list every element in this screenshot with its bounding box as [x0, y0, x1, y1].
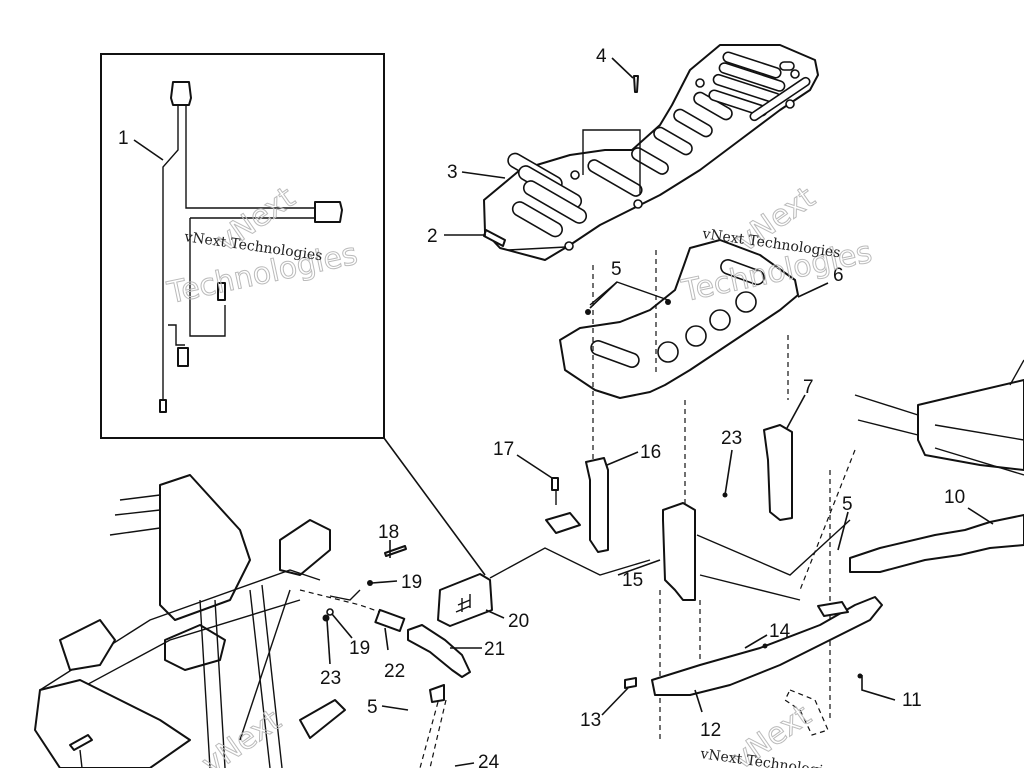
- wiring-harness: [159, 81, 343, 413]
- inset-harness-detail: [100, 53, 385, 439]
- spacer-part-22: [374, 608, 406, 633]
- callout-11: 11: [902, 690, 922, 711]
- callout-18: 18: [378, 522, 399, 543]
- callout-22: 22: [384, 661, 405, 682]
- support-bracket-plate: [559, 239, 799, 399]
- callout-7: 7: [803, 377, 814, 398]
- harness-lead-terminal: [217, 282, 226, 301]
- callout-1: 1: [118, 128, 129, 149]
- callout-17: 17: [493, 439, 514, 460]
- callout-23-upper: 23: [721, 428, 742, 449]
- callout-3: 3: [447, 162, 458, 183]
- callout-20: 20: [508, 611, 529, 632]
- callout-6: 6: [833, 265, 844, 286]
- bolt-part-13: [624, 677, 637, 689]
- bracket-part-16: [545, 457, 609, 553]
- nut-part-23b: [322, 614, 330, 622]
- callout-15: 15: [622, 570, 643, 591]
- plate-slots: [507, 51, 811, 251]
- nut-part-19a: [367, 580, 373, 586]
- inset-frame: [100, 53, 385, 439]
- front-rack-part: [854, 359, 1024, 476]
- callout-2: 2: [427, 226, 438, 247]
- leader-lines: [133, 57, 994, 767]
- svg-text:vNext: vNext: [196, 703, 288, 768]
- clip-part-2: [483, 229, 567, 251]
- callout-21: 21: [484, 639, 505, 660]
- harness-connector-top: [170, 81, 192, 106]
- callout-5-lower: 5: [367, 697, 378, 718]
- arm-part-12: [624, 596, 883, 696]
- bar-part-10: [849, 514, 1024, 573]
- chassis-frame: [34, 474, 346, 768]
- washer-part-19b: [326, 608, 334, 616]
- harness-end-terminal: [159, 399, 167, 413]
- brace-part-21: [407, 624, 471, 678]
- screw-part-4: [633, 75, 639, 93]
- callout-5-right: 5: [842, 494, 853, 515]
- callout-19-upper: 19: [401, 572, 422, 593]
- callout-14: 14: [769, 621, 791, 642]
- watermark-3: vNext vNext vNext Technologies: [195, 697, 839, 768]
- callout-19-lower: 19: [349, 638, 370, 659]
- callout-23-lower: 23: [320, 668, 341, 689]
- callout-12: 12: [700, 720, 721, 741]
- harness-plug-bottom: [177, 347, 189, 367]
- callout-10: 10: [944, 487, 965, 508]
- bracket-part-15: [662, 492, 728, 601]
- bracket-part-7: [763, 424, 793, 521]
- harness-connector-right: [314, 201, 343, 223]
- light-part-20: [437, 573, 493, 627]
- callout-13: 13: [580, 710, 601, 731]
- callout-5-upper: 5: [611, 259, 622, 280]
- callout-4: 4: [596, 46, 607, 67]
- bolt-part-18: [384, 545, 407, 557]
- screw-part-17: [551, 477, 559, 491]
- callout-24: 24: [478, 752, 500, 768]
- mount-part-5c: [429, 684, 445, 703]
- callout-16: 16: [640, 442, 661, 463]
- callouts: 1 2 3 4 5 6 7 10 5 11 12 13 14 15 16 17 …: [118, 46, 965, 768]
